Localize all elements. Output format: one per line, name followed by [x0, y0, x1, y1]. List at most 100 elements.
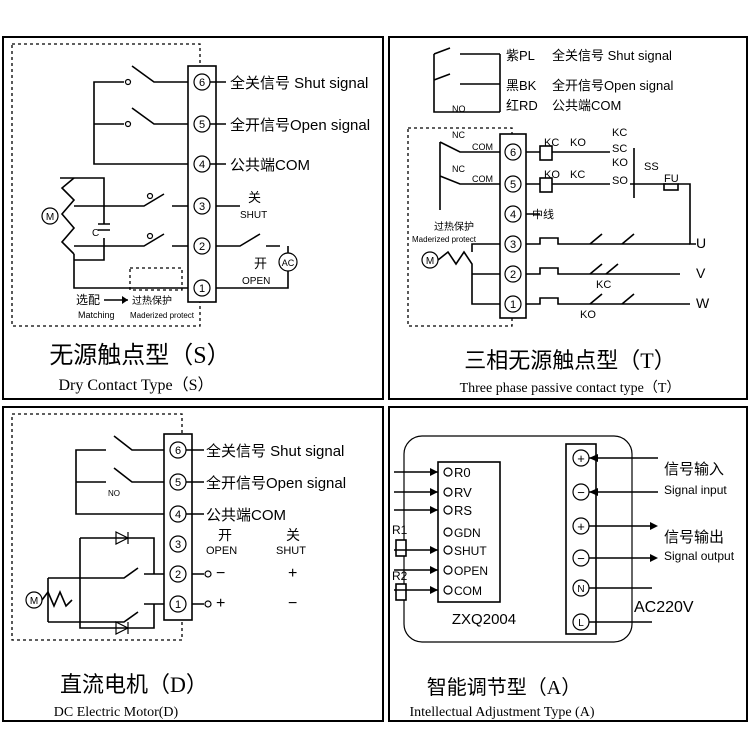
t-overheat-cn: 过热保护: [434, 220, 474, 233]
capacitor-label: C: [92, 228, 99, 239]
t-motor-label: M: [426, 256, 434, 267]
t-terminal-2: 2: [510, 269, 516, 281]
d-shut-en: SHUT: [276, 545, 306, 557]
a-title-cn: 智能调节型（A）: [427, 676, 581, 699]
enclosure-dashed: [11, 43, 201, 327]
shut-en-label: SHUT: [240, 210, 267, 221]
panel-three-phase: 紫PL 全关信号 Shut signal 黑BK 全开信号Open signal…: [388, 36, 748, 400]
d-terminal-3: 3: [175, 539, 181, 551]
pin-gdn: GDN: [454, 526, 481, 540]
dc-motor-diagram: 6 5 4 3 2 1 全关信号 Shut signal 全开信号Open si…: [11, 413, 346, 720]
overheat-cn-label: 过热保护: [132, 294, 172, 307]
dry-contact-diagram: 6 5 4 3 2 1 全关信号 Shut signal 全开信号Open si…: [11, 43, 370, 394]
t-com-label: 公共端COM: [552, 98, 621, 113]
in-minus: −: [577, 485, 585, 500]
t-title-cn: 三相无源触点型（T）: [464, 348, 675, 373]
phase-w-label: W: [696, 295, 710, 311]
open-signal-label: 全开信号Open signal: [230, 116, 370, 134]
sc-label: SC: [612, 143, 627, 155]
rd-label: 红RD: [506, 98, 538, 113]
d-title-cn: 直流电机（D）: [60, 672, 208, 697]
d-open-plus: +: [216, 595, 225, 612]
d-terminal-1: 1: [175, 599, 181, 611]
open-en-label: OPEN: [242, 276, 270, 287]
signal-out-cn: 信号输出: [664, 529, 724, 546]
pin-r0: R0: [454, 465, 471, 480]
overheat-box: [129, 267, 183, 291]
controller-outline: [403, 435, 633, 643]
t-terminal-1: 1: [510, 299, 516, 311]
kc-label-3: KC: [612, 127, 627, 139]
com-label: 公共端COM: [230, 157, 310, 174]
term-n: N: [577, 584, 584, 595]
out-minus: −: [577, 551, 585, 566]
pin-rv: RV: [454, 485, 472, 500]
signal-out-en: Signal output: [664, 549, 735, 563]
panel-dry-contact: 6 5 4 3 2 1 全关信号 Shut signal 全开信号Open si…: [2, 36, 384, 400]
t-enclosure-dashed: [407, 127, 513, 327]
open-cn-label: 开: [254, 256, 267, 271]
t-open-signal: 全开信号Open signal: [552, 78, 673, 93]
terminal-3: [193, 197, 211, 215]
overheat-en-label: Maderized protect: [130, 311, 195, 320]
ac220-label: AC220V: [634, 599, 694, 616]
ko-label-4: KO: [580, 309, 596, 321]
com-small-label-1: COM: [472, 142, 493, 152]
kc-label-2: KC: [570, 169, 585, 181]
d-open-signal: 全开信号Open signal: [206, 474, 346, 492]
t-terminal-3: 3: [510, 239, 516, 251]
in-plus: +: [577, 451, 585, 466]
r1-label: R1: [392, 523, 408, 537]
d-terminal-2: 2: [175, 569, 181, 581]
pin-rs: RS: [454, 503, 472, 518]
panel-intelligent: R0 RV RS GDN SHUT OPEN COM R1 R2 ZXQ2004…: [388, 406, 748, 722]
title-cn: 无源触点型（S）: [49, 342, 230, 369]
terminal-6-label: 6: [199, 77, 205, 89]
d-no-label: NO: [108, 489, 120, 498]
d-shut-minus: −: [288, 595, 297, 612]
terminal-4-label: 4: [199, 159, 205, 171]
bk-label: 黑BK: [506, 78, 537, 93]
fu-label: FU: [664, 173, 679, 185]
panel-dc-motor: 6 5 4 3 2 1 全关信号 Shut signal 全开信号Open si…: [2, 406, 384, 722]
d-terminal-6: 6: [175, 445, 181, 457]
ac-label: AC: [282, 258, 295, 268]
terminal-2-label: 2: [199, 241, 205, 253]
title-en: Dry Contact Type（S）: [58, 376, 213, 394]
terminal-1-label: 1: [199, 283, 205, 295]
ko-label-3: KO: [612, 157, 628, 169]
a-title-en: Intellectual Adjustment Type (A): [410, 705, 595, 720]
terminal-3-label: 3: [199, 201, 205, 213]
d-shut-signal: 全关信号 Shut signal: [206, 442, 344, 460]
terminal-block: [187, 65, 217, 303]
nc-label-2: NC: [452, 164, 465, 174]
d-terminal-block: [163, 433, 193, 621]
d-terminal-4: 4: [175, 509, 181, 521]
kc-label-4: KC: [596, 279, 611, 291]
d-title-en: DC Electric Motor(D): [54, 705, 179, 720]
matching-cn-label: 选配: [76, 293, 100, 307]
t-terminal-6: 6: [510, 147, 516, 159]
com-small-label-2: COM: [472, 174, 493, 184]
d-terminals: 6 5 4 3 2 1: [169, 441, 187, 613]
ss-label: SS: [644, 161, 659, 173]
matching-en-label: Matching: [78, 310, 115, 320]
phase-v-label: V: [696, 265, 706, 281]
out-plus: +: [577, 519, 585, 534]
ko-label-1: KO: [570, 137, 586, 149]
pin-shut: SHUT: [454, 544, 487, 558]
pins: R0 RV RS GDN SHUT OPEN COM: [443, 465, 488, 598]
t-terminal-4: 4: [510, 209, 516, 221]
d-open-cn: 开: [218, 527, 232, 543]
d-com-label: 公共端COM: [206, 507, 286, 524]
t-overheat-en: Maderized protect: [412, 235, 477, 244]
t-title-en: Three phase passive contact type（T）: [460, 380, 681, 396]
nc-label-1: NC: [452, 130, 465, 140]
no-label: NO: [452, 104, 466, 114]
pin-open: OPEN: [454, 564, 488, 578]
shut-cn-label: 关: [248, 190, 261, 205]
motor-label: M: [46, 212, 54, 223]
d-shut-plus: +: [288, 565, 297, 582]
signal-in-cn: 信号输入: [664, 461, 724, 478]
d-open-minus: −: [216, 565, 225, 582]
